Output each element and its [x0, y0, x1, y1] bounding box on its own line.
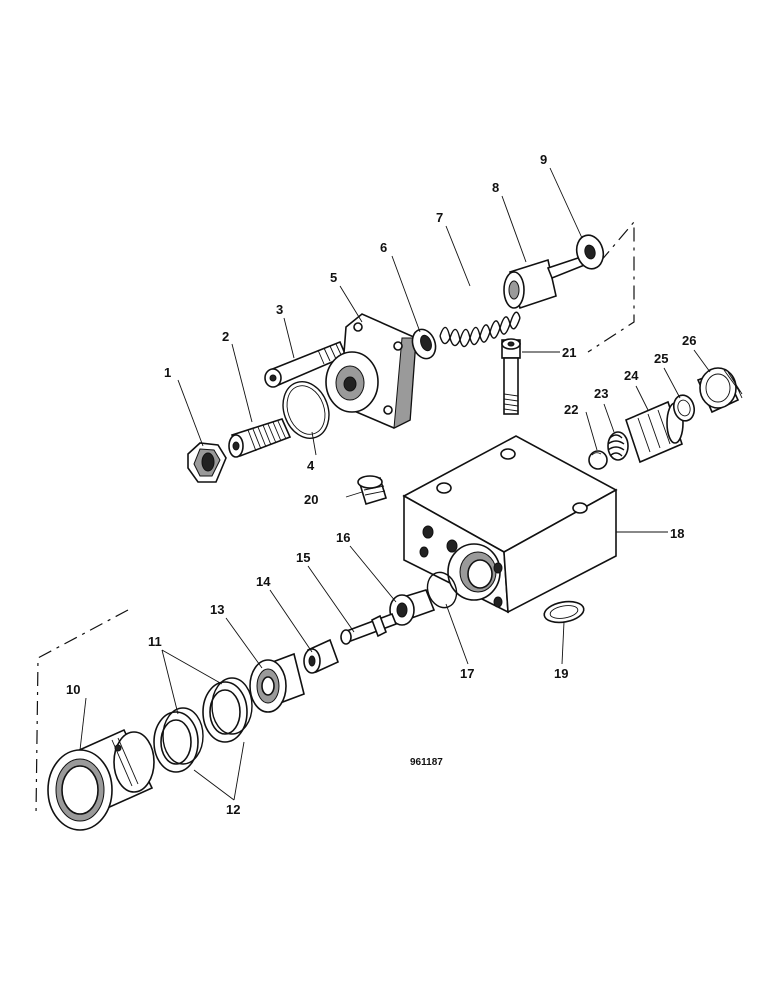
part-25-washer — [672, 394, 696, 422]
part-15-poppet-stem — [340, 612, 398, 645]
part-16-valve-seat — [389, 589, 436, 626]
leader-lines — [79, 167, 711, 801]
callout-15: 15 — [296, 550, 310, 565]
callout-13: 13 — [210, 602, 224, 617]
part-17-o-ring — [426, 571, 458, 609]
part-18-valve-body — [402, 435, 618, 614]
callout-19: 19 — [554, 666, 568, 681]
callout-6: 6 — [380, 240, 387, 255]
callout-14: 14 — [256, 574, 271, 589]
callout-3: 3 — [276, 302, 283, 317]
callout-17: 17 — [460, 666, 474, 681]
callout-5: 5 — [330, 270, 337, 285]
part-13-cup — [249, 652, 305, 713]
part-5-flange-housing — [325, 313, 417, 429]
part-4-o-ring — [282, 381, 330, 439]
callout-10: 10 — [66, 682, 80, 697]
callout-12: 12 — [226, 802, 240, 817]
part-2-threaded-stud — [228, 418, 292, 458]
callout-26: 26 — [682, 333, 696, 348]
callout-8: 8 — [492, 180, 499, 195]
part-8-spool — [503, 252, 593, 310]
part-21-cap-screw — [501, 338, 521, 415]
callout-7: 7 — [436, 210, 443, 225]
part-23-conical-spring — [607, 431, 629, 461]
drawing-reference-number: 961187 — [410, 757, 443, 768]
callout-1: 1 — [164, 365, 171, 380]
callout-18: 18 — [670, 526, 684, 541]
callout-labels: 1 2 3 4 5 6 7 8 9 10 11 12 13 14 15 16 1… — [66, 152, 696, 817]
callout-23: 23 — [594, 386, 608, 401]
callout-20: 20 — [304, 492, 318, 507]
part-26-threaded-plug — [696, 367, 743, 414]
part-11-12-rings — [153, 677, 253, 773]
callout-22: 22 — [564, 402, 578, 417]
callout-2: 2 — [222, 329, 229, 344]
part-1-hex-nut — [187, 442, 227, 483]
callout-9: 9 — [540, 152, 547, 167]
callout-16: 16 — [336, 530, 350, 545]
part-3-cap-screw — [264, 340, 348, 388]
part-10-housing-sleeve — [47, 728, 155, 831]
callout-21: 21 — [562, 345, 576, 360]
part-19-washer — [543, 600, 585, 624]
callout-24: 24 — [624, 368, 639, 383]
part-9-washer — [575, 234, 605, 270]
part-20-small-plug — [357, 475, 387, 505]
centre-lines — [35, 220, 635, 816]
callout-11: 11 — [148, 634, 162, 649]
part-14-bushing — [303, 638, 340, 674]
callout-25: 25 — [654, 351, 668, 366]
part-24-poppet-guide — [625, 400, 684, 464]
part-22-ball — [588, 450, 608, 470]
callout-4: 4 — [307, 458, 315, 473]
part-7-spring — [439, 311, 521, 348]
